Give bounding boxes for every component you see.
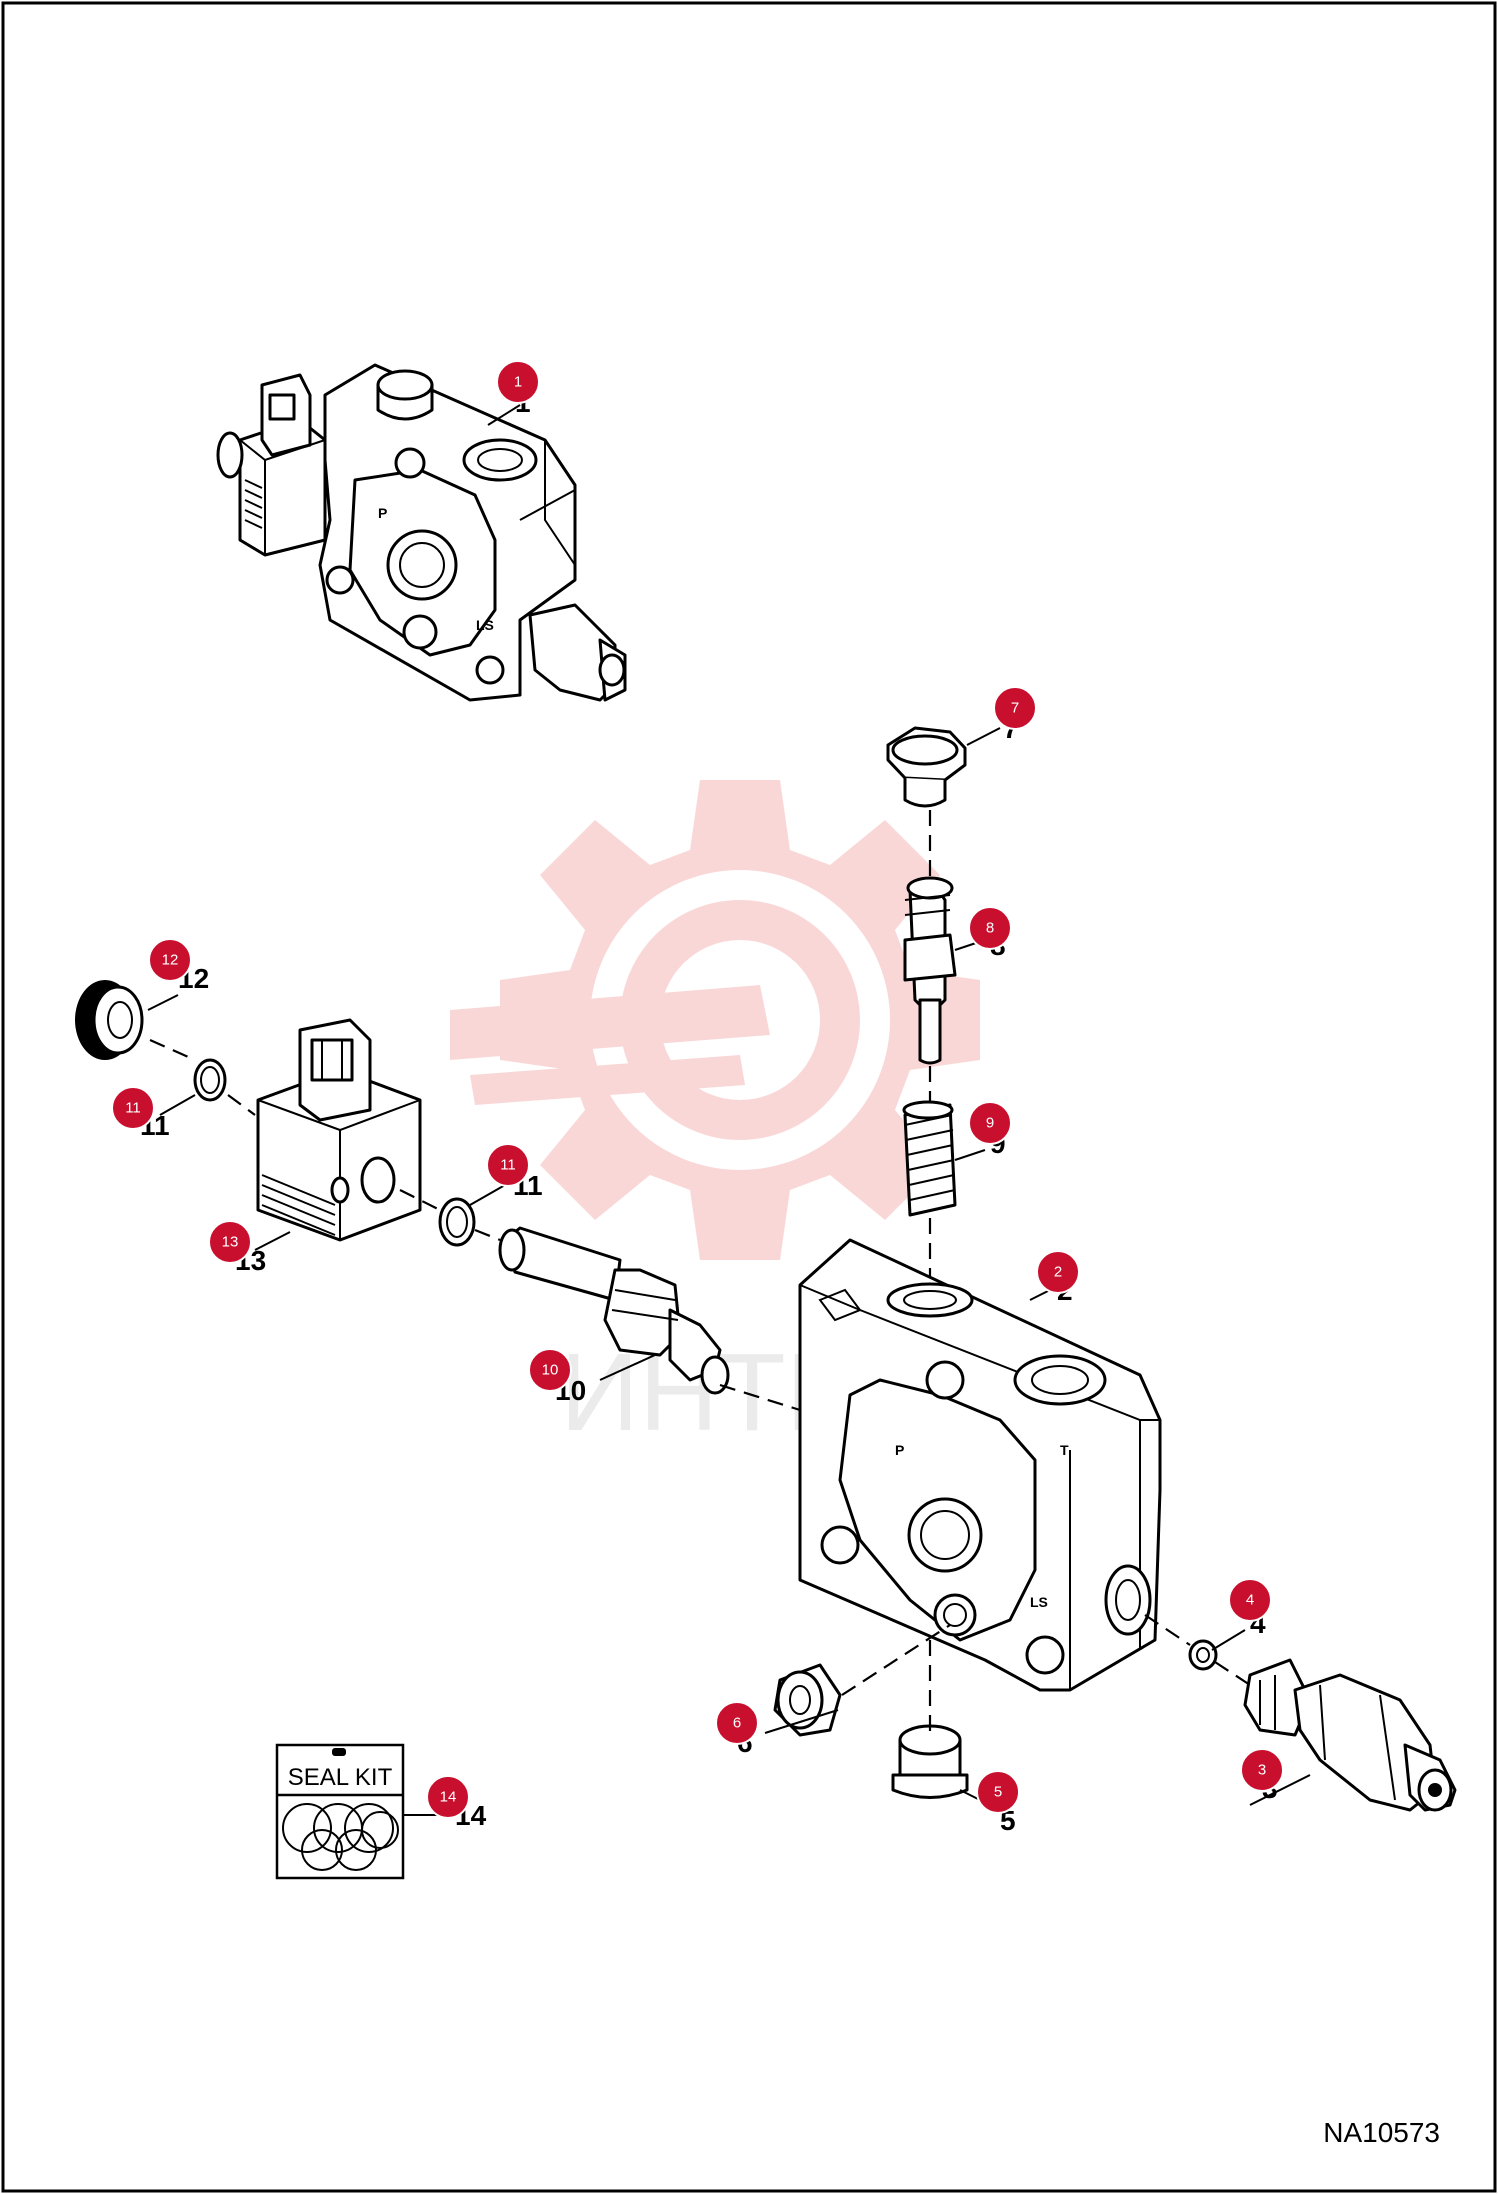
callout-7[interactable]: 7 [993,686,1037,730]
svg-text:14: 14 [440,1789,457,1806]
svg-text:13: 13 [222,1234,239,1251]
relief-valve [1243,1658,1457,1812]
port-mark-ls2: LS [1030,1594,1048,1610]
svg-text:8: 8 [986,920,994,937]
callout-2[interactable]: 2 [1036,1250,1080,1294]
callout-11-left[interactable]: 11 [111,1086,155,1130]
svg-text:5: 5 [994,1784,1002,1801]
callout-13[interactable]: 13 [208,1220,252,1264]
svg-text:11: 11 [500,1157,516,1174]
svg-text:12: 12 [162,952,179,969]
valve-section-assembly: P LS [216,363,627,702]
svg-text:3: 3 [1258,1762,1266,1779]
valve-body: P T LS [798,1238,1162,1692]
callout-3[interactable]: 3 [1240,1748,1284,1792]
svg-text:6: 6 [733,1715,741,1732]
callout-9[interactable]: 9 [968,1101,1012,1145]
o-ring-left [193,1058,227,1102]
solenoid-cartridge [498,1226,730,1395]
svg-text:2: 2 [1054,1264,1062,1281]
spring-coil [902,1100,957,1217]
callout-10[interactable]: 10 [528,1348,572,1392]
callout-12[interactable]: 12 [148,938,192,982]
o-ring-right [438,1197,476,1247]
port-plug-6 [773,1663,842,1737]
svg-text:1: 1 [514,374,522,391]
callout-5[interactable]: 5 [976,1770,1020,1814]
port-plug-5 [891,1724,969,1799]
svg-text:11: 11 [125,1100,141,1117]
leader-lines [147,404,1311,1816]
reference-code: NA10573 [1323,2117,1440,2148]
callout-4[interactable]: 4 [1228,1578,1272,1622]
port-mark-p: P [378,505,387,521]
callout-1[interactable]: 1 [496,360,540,404]
svg-text:10: 10 [542,1362,559,1379]
plug-cap [886,726,967,808]
svg-text:9: 9 [986,1115,994,1132]
coil-nut [75,980,144,1060]
seal-kit-box: SEAL KIT [275,1743,405,1880]
port-mark-t: T [1060,1442,1069,1458]
callout-8[interactable]: 8 [968,906,1012,950]
spool-valve [903,876,957,1065]
callout-11-right[interactable]: 11 [486,1143,530,1187]
port-mark-ls: LS [476,617,494,633]
port-mark-p2: P [895,1442,904,1458]
svg-text:7: 7 [1011,700,1019,717]
solenoid-coil [256,1018,422,1242]
seal-kit-label: SEAL KIT [288,1764,393,1791]
watermark-gear-icon [450,780,980,1260]
check-ball [1188,1639,1218,1671]
callout-6[interactable]: 6 [715,1701,759,1745]
svg-text:4: 4 [1246,1592,1254,1609]
callout-14[interactable]: 14 [426,1775,470,1819]
